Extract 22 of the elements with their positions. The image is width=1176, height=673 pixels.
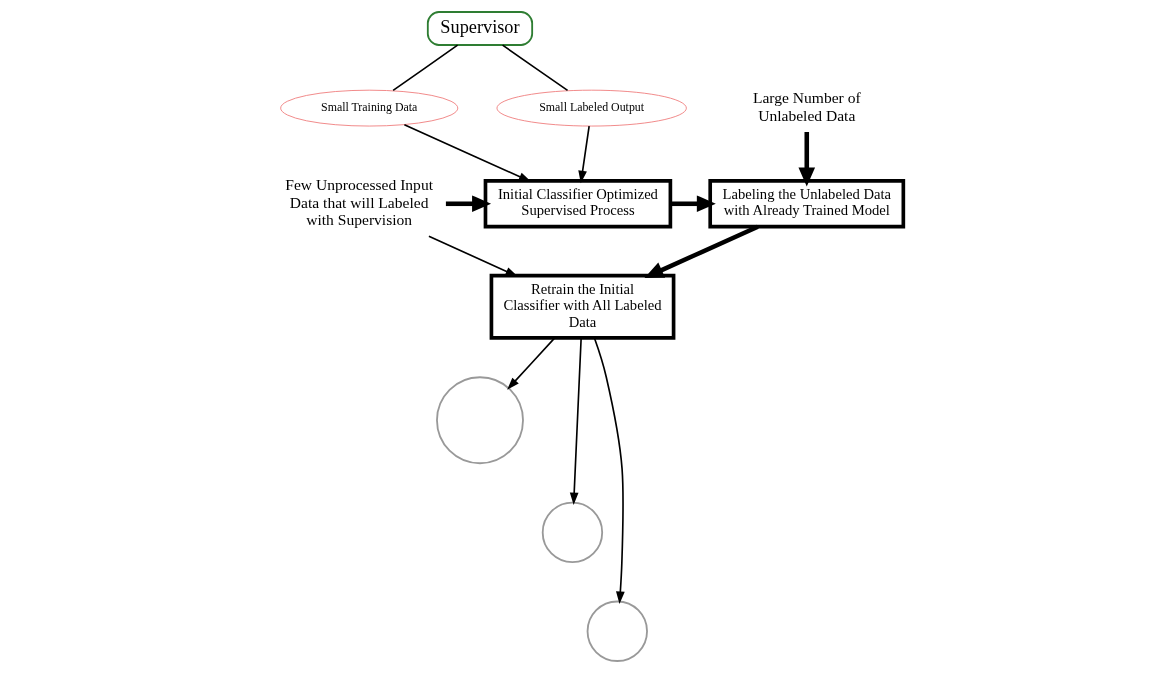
arrow [644,224,759,278]
arrow [445,195,492,213]
connector [501,44,569,92]
node-circle [586,600,648,662]
node-text: Few Unprocessed Input Data that will Labeled with Supervision [285,176,433,228]
arrow [403,124,532,182]
arrow [569,337,582,506]
arrow [798,132,816,187]
node-box: Initial Classifier Optimized Supervised Process [483,179,673,229]
arrow [670,195,716,213]
arrow [507,337,556,390]
node-ellipse: Small Labeled Output [496,89,687,127]
node-box: Labeling the Unlabeled Data with Already Trained Model [708,179,906,229]
connector [392,44,459,92]
node-circle [541,501,604,564]
arrow [428,235,518,277]
arrow [578,125,590,184]
node-box: Retrain the Initial Classifier with All Labeled Data [489,273,676,340]
node-text: Large Number of Unlabeled Data [752,89,861,124]
node-box: Supervisor [426,11,534,46]
node-ellipse: Small Training Data [280,89,459,127]
arrow [593,337,625,604]
